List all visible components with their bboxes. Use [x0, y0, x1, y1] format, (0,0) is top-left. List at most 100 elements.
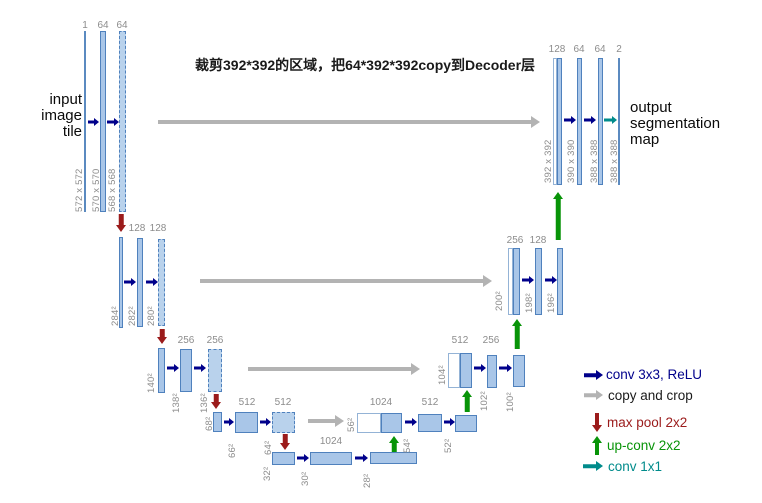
- enc1-size-2: 570 x 570: [91, 168, 102, 212]
- enc4-feature-box-1: [213, 412, 222, 432]
- enc2-feature-bar-1: [119, 237, 123, 328]
- dec2-feature-bar-2: [535, 248, 542, 315]
- enc4-channels-1: 512: [238, 397, 256, 408]
- dec1-output-bar: [618, 58, 620, 185]
- output-label-line1: output: [630, 99, 672, 116]
- conv3x3-arrow-icon: [124, 277, 136, 287]
- enc4-feature-box-2: [235, 412, 258, 433]
- conv1x1-arrow-icon: [604, 115, 617, 125]
- conv3x3-arrow-icon: [167, 363, 179, 373]
- maxpool-arrow-icon: [156, 329, 168, 344]
- enc1-feature-bar-3-crop: [119, 31, 126, 212]
- enc2-feature-bar-3-crop: [158, 239, 165, 326]
- dec4-size-1: 56²: [346, 417, 357, 432]
- output-segmentation-map-label: output segmentation map: [630, 100, 720, 148]
- bottom-size-2: 30²: [300, 471, 311, 486]
- enc3-size-1: 140²: [146, 373, 157, 393]
- copy-crop-arrow-level2: [200, 274, 492, 287]
- copy-crop-arrow-level3: [248, 362, 420, 375]
- legend-conv3x3-arrow-icon: [584, 369, 603, 381]
- conv3x3-arrow-icon: [146, 277, 158, 287]
- dec4-feature-box-2: [418, 414, 442, 432]
- bottom-feature-box-1: [272, 452, 295, 465]
- dec3-size-3: 100²: [505, 392, 516, 412]
- dec2-channels-2: 128: [529, 235, 547, 246]
- input-label-line2: image: [41, 107, 82, 124]
- legend-conv1x1-label: conv 1x1: [608, 459, 663, 474]
- enc1-channels-3: 64: [116, 20, 128, 31]
- conv3x3-arrow-icon: [499, 363, 512, 373]
- enc2-size-1: 284²: [110, 306, 121, 326]
- enc3-channels-2: 256: [206, 335, 224, 346]
- dec3-feature-bar-2: [487, 355, 497, 388]
- enc3-channels-1: 256: [177, 335, 195, 346]
- copy-crop-arrow-level4: [308, 414, 344, 427]
- dec1-feature-bar-2: [577, 58, 582, 185]
- conv3x3-arrow-icon: [194, 363, 206, 373]
- bottom-feature-box-3: [370, 452, 417, 464]
- conv3x3-arrow-icon: [224, 417, 234, 427]
- dec1-size-4: 388 x 388: [609, 139, 620, 183]
- upconv-arrow-icon: [461, 390, 473, 412]
- input-image-tile-label: input image tile: [0, 92, 82, 140]
- conv3x3-arrow-icon: [107, 117, 119, 127]
- maxpool-arrow-icon: [115, 214, 127, 232]
- output-label-line3: map: [630, 131, 660, 148]
- enc4-feature-box-3-crop: [272, 412, 295, 433]
- dec1-channels-4: 2: [616, 44, 622, 55]
- dec2-size-2: 198²: [524, 293, 535, 313]
- legend-maxpool-arrow-icon: [591, 413, 603, 432]
- dec1-size-2: 390 x 390: [566, 139, 577, 183]
- dec1-copied-bar: [553, 58, 557, 185]
- enc1-feature-bar-2: [100, 31, 106, 212]
- legend-upconv-arrow-icon: [591, 436, 603, 455]
- dec3-size-1: 104²: [437, 365, 448, 385]
- conv3x3-arrow-icon: [297, 453, 309, 463]
- dec3-channels-1: 512: [451, 335, 469, 346]
- bottom-feature-box-2: [310, 452, 352, 465]
- maxpool-arrow-icon: [279, 434, 291, 450]
- dec4-size-3: 52²: [443, 438, 454, 453]
- dec2-upconv-bar: [513, 248, 520, 315]
- enc3-size-2: 138²: [171, 393, 182, 413]
- dec2-copied-bar: [508, 248, 513, 315]
- enc2-size-3: 280²: [146, 306, 157, 326]
- enc1-size-3: 568 x 568: [107, 168, 118, 212]
- dec4-channels-2: 512: [421, 397, 439, 408]
- enc2-channels-1: 128: [128, 223, 146, 234]
- input-label-line3: tile: [62, 123, 82, 140]
- dec1-channels-2: 64: [573, 44, 585, 55]
- maxpool-arrow-icon: [210, 394, 222, 409]
- legend-conv3x3-label: conv 3x3, ReLU: [606, 367, 703, 382]
- bottom-size-1: 32²: [262, 466, 273, 481]
- conv3x3-arrow-icon: [545, 275, 557, 285]
- dec3-upconv-box: [460, 353, 472, 388]
- conv3x3-arrow-icon: [260, 417, 271, 427]
- dec4-upconv-box: [381, 413, 402, 433]
- enc1-channels-1: 1: [82, 20, 88, 31]
- dec2-size-3: 196²: [546, 293, 557, 313]
- dec2-feature-bar-3: [557, 248, 563, 315]
- dec2-size-1: 200²: [494, 291, 505, 311]
- conv3x3-arrow-icon: [444, 417, 455, 427]
- upconv-arrow-icon: [511, 319, 523, 349]
- enc1-feature-bar-1: [84, 31, 86, 212]
- output-label-line2: segmentation: [630, 115, 721, 132]
- dec3-copied-box: [448, 353, 460, 388]
- legend-conv1x1-arrow-icon: [583, 460, 603, 472]
- upconv-arrow-icon: [388, 436, 400, 452]
- enc3-feature-bar-3-crop: [208, 349, 222, 392]
- dec3-feature-bar-3: [513, 355, 525, 387]
- conv3x3-arrow-icon: [405, 417, 417, 427]
- dec1-upconv-bar: [557, 58, 562, 185]
- dec1-channels-3: 64: [594, 44, 606, 55]
- enc2-size-2: 282²: [127, 306, 138, 326]
- legend-copy-crop-label: copy and crop: [608, 388, 693, 403]
- legend-upconv-label: up-conv 2x2: [607, 438, 681, 453]
- bottom-channels-1: 1024: [319, 436, 343, 447]
- enc4-size-2: 66²: [227, 443, 238, 458]
- dec1-size-3: 388 x 388: [589, 139, 600, 183]
- enc2-feature-bar-2: [137, 238, 143, 327]
- conv3x3-arrow-icon: [522, 275, 534, 285]
